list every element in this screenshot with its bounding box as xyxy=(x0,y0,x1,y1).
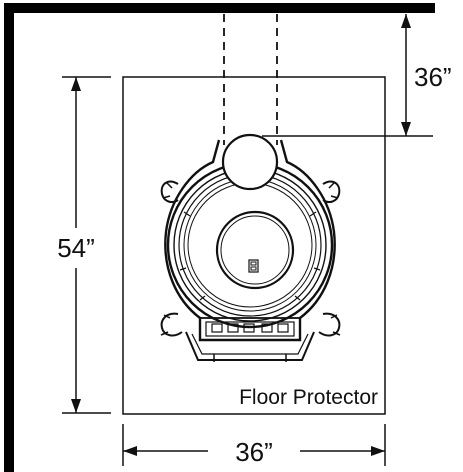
flue-pipe-icon xyxy=(223,14,278,145)
protector-width-label: 36” xyxy=(235,437,273,467)
rear-wall xyxy=(4,3,435,13)
protector-depth-dimension xyxy=(62,76,111,414)
protector-depth-label: 54” xyxy=(57,233,95,263)
corner-wall xyxy=(4,3,435,472)
rear-clearance-dimension xyxy=(262,14,433,137)
floor-protector-outline xyxy=(122,76,386,415)
protector-width-dimension xyxy=(122,424,386,466)
side-wall xyxy=(4,3,14,472)
rear-clearance-label: 36” xyxy=(414,62,452,92)
floor-protector-label: Floor Protector xyxy=(239,386,378,409)
wood-stove-top-view-icon xyxy=(160,133,341,362)
